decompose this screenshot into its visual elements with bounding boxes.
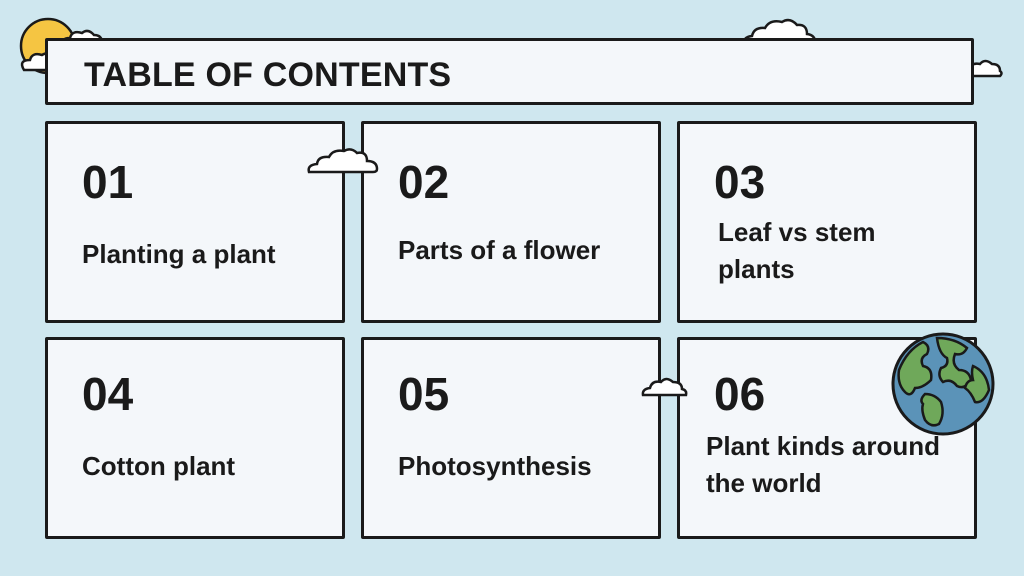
section-label: Parts of a flower xyxy=(398,235,601,265)
section-label: Cotton plant xyxy=(82,451,236,481)
section-label: Planting a plant xyxy=(82,239,276,269)
toc-card-04[interactable]: 04 Cotton plant xyxy=(45,337,345,539)
toc-card-03[interactable]: 03 Leaf vs stem plants xyxy=(677,121,977,323)
toc-card-01[interactable]: 01 Planting a plant xyxy=(45,121,345,323)
section-label: Plant kinds around the world xyxy=(706,431,941,498)
cloud-icon xyxy=(307,148,379,174)
toc-card-05[interactable]: 05 Photosynthesis xyxy=(361,337,661,539)
cloud-icon xyxy=(641,377,688,397)
section-number: 05 xyxy=(398,368,450,420)
title-box: TABLE OF CONTENTS xyxy=(45,38,974,105)
section-number: 03 xyxy=(714,156,766,208)
section-number: 02 xyxy=(398,156,450,208)
section-label: Photosynthesis xyxy=(398,451,592,481)
toc-card-02[interactable]: 02 Parts of a flower xyxy=(361,121,661,323)
section-number: 01 xyxy=(82,156,134,208)
section-number: 06 xyxy=(714,368,766,420)
section-number: 04 xyxy=(82,368,134,420)
section-label: Leaf vs stem plants xyxy=(718,217,876,284)
globe-icon xyxy=(891,332,995,436)
page-title: TABLE OF CONTENTS xyxy=(84,56,452,94)
